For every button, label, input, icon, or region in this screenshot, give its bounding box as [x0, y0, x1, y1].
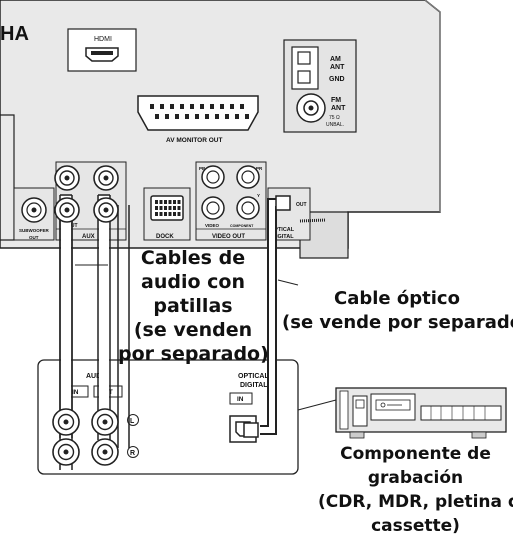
- scart-pin: [240, 104, 244, 109]
- optical-digital-label: OPTICAL: [270, 227, 295, 233]
- audio-pin-cables: [59, 194, 130, 470]
- recorder-caption-line-4: cassette): [371, 516, 460, 536]
- gnd-label: GND: [329, 76, 345, 83]
- pin-cable-caption-line-2: audio con: [141, 271, 245, 293]
- dock-pin: [155, 212, 158, 216]
- pin-cable-caption-line-5: por separado): [118, 343, 269, 365]
- dock-pin: [177, 200, 181, 204]
- scart-pin: [210, 104, 214, 109]
- dock-pin: [173, 206, 176, 210]
- optical-digital-label-2: DIGITAL: [272, 234, 294, 240]
- audio-jacks-recorder: [52, 408, 119, 466]
- recorder-caption-line-1: Componente de: [340, 444, 491, 464]
- dock-pin: [159, 212, 163, 216]
- component-label: COMPONENT: [230, 224, 254, 228]
- fm-unbal-label: UNBAL.: [326, 122, 344, 128]
- scart-pin: [205, 114, 209, 119]
- scart-pin: [195, 114, 199, 119]
- video-jacks-main: [201, 165, 260, 220]
- scart-pin: [245, 114, 249, 119]
- optical-cable-caption-line-1: Cable óptico: [334, 288, 460, 309]
- dock-pin: [168, 200, 172, 204]
- optical-cable-caption: Cable óptico (se vende por separado): [282, 287, 513, 335]
- pr-label: PR: [256, 166, 263, 171]
- scart-pin: [160, 104, 164, 109]
- brand-label: HA: [0, 23, 29, 45]
- dock-pin: [168, 206, 172, 210]
- recorder-caption-line-3: (CDR, MDR, pletina d: [318, 492, 513, 512]
- dock-label: DOCK: [156, 234, 174, 240]
- rec-in-label: IN: [72, 389, 79, 396]
- hdmi-port: HDMI: [67, 28, 137, 72]
- am-ant-label-2: ANT: [330, 64, 345, 71]
- recording-component: [335, 387, 507, 439]
- scart-pin: [155, 114, 159, 119]
- rec-optical-in-label: IN: [237, 396, 244, 403]
- scart-pin: [220, 104, 224, 109]
- scart-pin: [180, 104, 184, 109]
- recorder-caption-line-2: grabación: [367, 468, 464, 488]
- dock-pin: [168, 212, 172, 216]
- rec-optical-label-2: DIGITAL: [240, 382, 268, 389]
- scart-pin: [215, 114, 219, 119]
- optical-cable: [243, 195, 291, 438]
- av-monitor-out-label: AV MONITOR OUT: [166, 137, 222, 144]
- right-channel-marker: R: [130, 450, 135, 457]
- dock-pin: [177, 212, 181, 216]
- dock-pin: [155, 206, 158, 210]
- dock-pin: [159, 200, 163, 204]
- pin-cable-caption: Cables de audio con patillas (se venden …: [118, 246, 269, 366]
- dock-pin: [177, 206, 181, 210]
- dock-pin: [164, 212, 167, 216]
- dock-port: DOCK: [143, 187, 191, 241]
- pin-cable-caption-line-1: Cables de: [140, 247, 246, 269]
- optical-out-label: OUT: [296, 202, 307, 208]
- subwoofer-label-2: OUT: [29, 235, 39, 240]
- fm-ant-label: FM: [331, 97, 341, 104]
- av-monitor-out-port: AV MONITOR OUT: [137, 95, 259, 144]
- scart-pin: [150, 104, 154, 109]
- dock-pin: [164, 206, 167, 210]
- y-label: Y: [257, 193, 260, 198]
- optical-cable-leader: [277, 279, 299, 286]
- scart-pin: [175, 114, 179, 119]
- fm-ohm-label: 75 Ω: [329, 115, 340, 121]
- am-ant-label: AM: [330, 56, 341, 63]
- scart-pin: [235, 114, 239, 119]
- left-channel-marker: L: [130, 418, 135, 425]
- scart-pin: [230, 104, 234, 109]
- dock-pin: [155, 200, 158, 204]
- scart-pin: [190, 104, 194, 109]
- pin-cable-caption-line-3: patillas: [153, 295, 233, 317]
- scart-pin: [200, 104, 204, 109]
- dock-pin: [173, 212, 176, 216]
- dock-pin: [173, 200, 176, 204]
- video-label: VIDEO: [205, 223, 220, 228]
- dock-pin: [164, 200, 167, 204]
- subwoofer-label: SUBWOOFER: [19, 228, 49, 233]
- antenna-terminals: AM ANT GND FM ANT 75 Ω UNBAL.: [283, 39, 357, 133]
- scart-pin: [165, 114, 169, 119]
- fm-ant-label-2: ANT: [331, 105, 346, 112]
- rec-optical-label: OPTICAL: [238, 373, 269, 380]
- hdmi-label: HDMI: [94, 36, 112, 43]
- scart-pin: [225, 114, 229, 119]
- subwoofer-out-jack: SUBWOOFER OUT: [13, 187, 55, 241]
- dock-pins: [155, 200, 181, 216]
- audio-jacks-main: [54, 165, 119, 223]
- scart-pin: [170, 104, 174, 109]
- dock-pin: [159, 206, 163, 210]
- scart-pins: [150, 104, 249, 119]
- recorder-caption: Componente de grabación (CDR, MDR, pleti…: [318, 442, 513, 538]
- scart-pin: [185, 114, 189, 119]
- recorder-leader-line: [297, 399, 337, 411]
- optical-cable-caption-line-2: (se vende por separado): [282, 312, 513, 333]
- video-out-label: VIDEO OUT: [212, 234, 245, 240]
- pin-cable-caption-line-4: (se venden: [133, 319, 253, 341]
- aux-label: AUX: [82, 234, 95, 240]
- pb-label: PB: [199, 166, 206, 171]
